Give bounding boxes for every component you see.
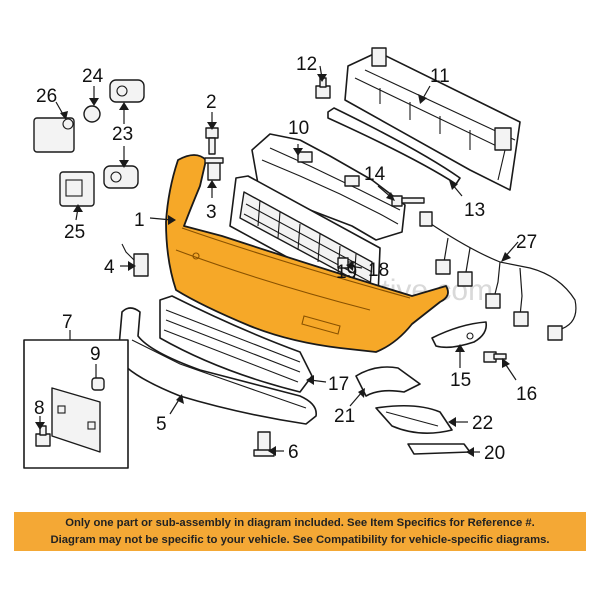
callout-16: 16 (516, 384, 537, 405)
push-pin-part (253, 431, 275, 457)
disclaimer-line-2: Diagram may not be specific to your vehi… (50, 533, 550, 546)
callout-10: 10 (288, 118, 309, 139)
callout-8: 8 (34, 398, 45, 419)
cover-part-22 (375, 404, 453, 434)
bolt-part-12 (315, 77, 331, 99)
callout-12: 12 (296, 54, 317, 75)
upper-support-part (251, 133, 406, 241)
callout-9: 9 (90, 344, 101, 365)
callout-20: 20 (484, 443, 505, 464)
bolt-part-2 (205, 127, 219, 155)
callout-23: 23 (112, 124, 133, 145)
callout-1: 1 (134, 210, 145, 231)
reflector-part-15 (431, 321, 488, 349)
callout-3: 3 (206, 202, 217, 223)
sensor-part-23 (103, 79, 145, 189)
wiring-harness-part (419, 211, 577, 341)
lower-grille-part (159, 295, 313, 393)
callout-4: 4 (104, 257, 115, 278)
reinforcement-bar-part (344, 47, 521, 191)
callout-5: 5 (156, 414, 167, 435)
bumper-cover-part (165, 154, 449, 353)
callout-19: 19 (336, 262, 357, 283)
absorber-strip-part (327, 107, 461, 185)
clip-part-3 (204, 157, 224, 181)
bolt-part-16 (483, 351, 507, 363)
disclaimer-line-1: Only one part or sub-assembly in diagram… (65, 517, 535, 529)
disclaimer-banner: Only one part or sub-assembly in diagram… (14, 512, 586, 551)
bolt-part-14 (391, 195, 425, 207)
leader-lines (35, 65, 519, 457)
callout-21: 21 (334, 406, 355, 427)
callout-11: 11 (430, 66, 450, 87)
callout-14: 14 (364, 164, 386, 185)
callout-7: 7 (62, 312, 73, 333)
callout-13: 13 (464, 200, 485, 221)
callout-24: 24 (82, 66, 104, 87)
license-bracket-kit-box (23, 339, 129, 469)
lower-valance-part (117, 307, 317, 425)
callout-15: 15 (450, 370, 471, 391)
bracket-part-25 (59, 171, 95, 207)
callout-2: 2 (206, 92, 217, 113)
sensor-part-4 (121, 243, 149, 277)
trim-strip-part-20 (407, 443, 471, 455)
callout-18: 18 (368, 260, 389, 281)
callout-25-26-label-26: 26 (36, 86, 57, 107)
washer-part-24 (83, 105, 101, 123)
callout-25: 25 (64, 222, 85, 243)
bracket-part-21 (355, 366, 421, 397)
callout-6: 6 (288, 442, 299, 463)
bracket-part-26 (33, 117, 75, 153)
callout-22: 22 (472, 413, 493, 434)
callout-labels: 1 2 3 4 5 6 7 8 9 10 11 12 13 14 15 16 1… (34, 54, 537, 464)
callout-17: 17 (328, 374, 349, 395)
callout-27: 27 (516, 232, 537, 253)
